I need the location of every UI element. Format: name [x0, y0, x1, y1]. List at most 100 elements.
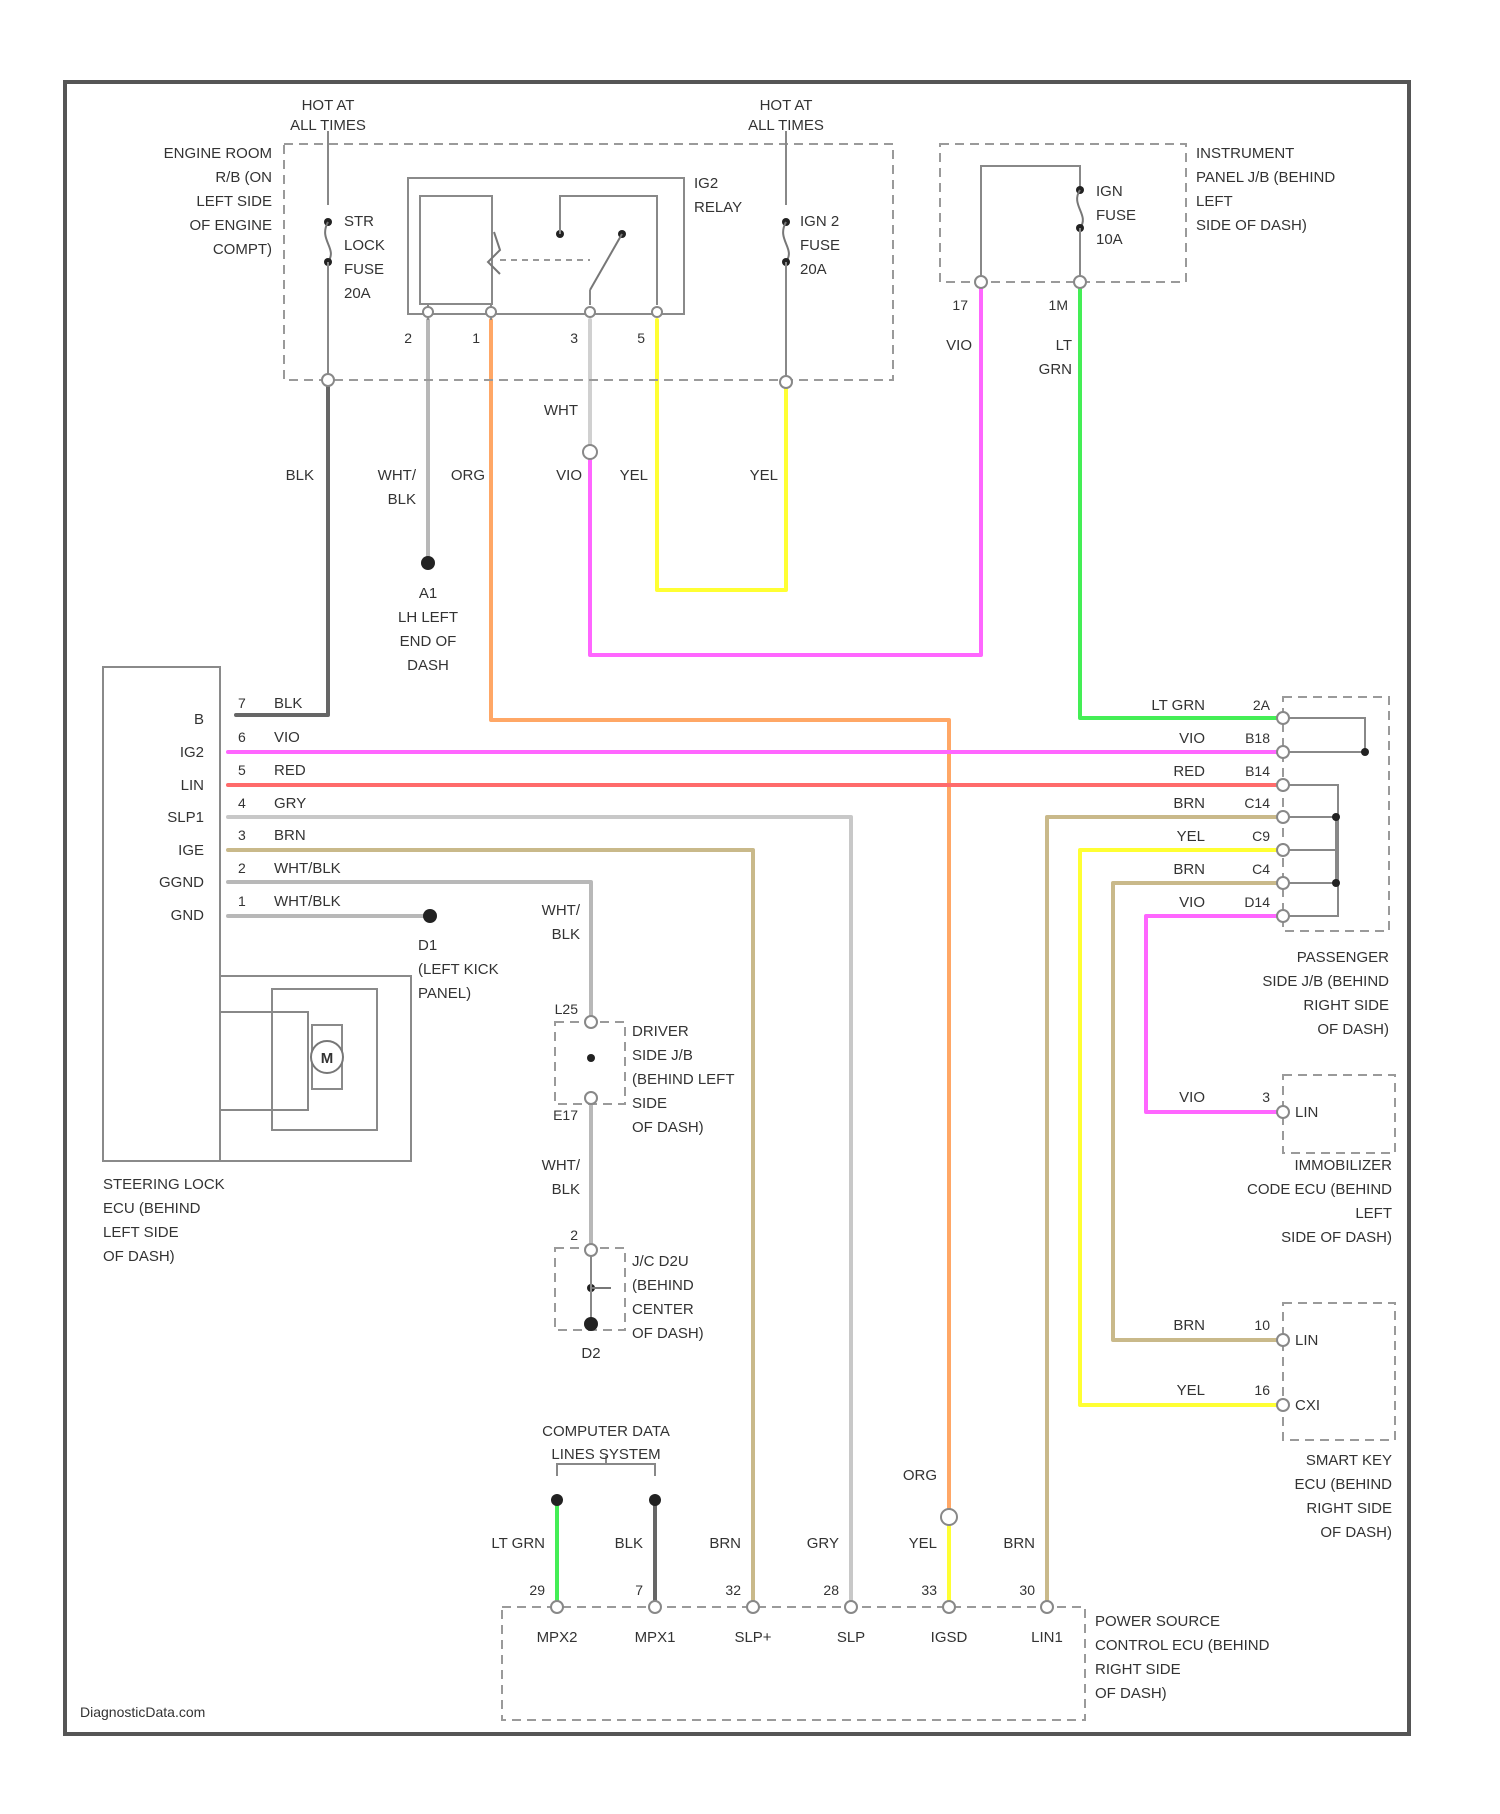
hot-label-right-1: HOT AT [760, 97, 813, 114]
pecu-wire-3: BRN [709, 1535, 741, 1552]
a1-label-4: DASH [407, 657, 449, 674]
djb-label-1: DRIVER [632, 1023, 689, 1040]
ign2-fuse-label-1: IGN 2 [800, 213, 839, 230]
ign-fuse [975, 166, 1086, 288]
motor-label: M [321, 1050, 334, 1067]
sk-label-4: OF DASH) [1320, 1524, 1392, 1541]
djb-label-5: OF DASH) [632, 1119, 704, 1136]
ign2-fuse-label-3: 20A [800, 261, 827, 278]
sk-label-1: SMART KEY [1306, 1452, 1392, 1469]
sk-sig-cxi: CXI [1295, 1397, 1320, 1414]
relay-pin-5: 5 [637, 330, 645, 346]
pjb-color-6: BRN [1173, 861, 1205, 878]
sk-pin-10: 10 [1254, 1317, 1270, 1333]
pjb-pin-5: C9 [1252, 828, 1270, 844]
sk-sig-lin: LIN [1295, 1332, 1318, 1349]
pjb-pin-7: D14 [1244, 894, 1270, 910]
jc-label-2: (BEHIND [632, 1277, 694, 1294]
wire-label-wht-blk-1: WHT/ [378, 467, 417, 484]
pecu-sig-mpx1: MPX1 [635, 1629, 676, 1646]
steering-pin-1: 1 [238, 893, 246, 909]
sk-wire-label-2: YEL [1177, 1382, 1205, 1399]
lower-wire-label-1: WHT/ [542, 1157, 581, 1174]
steering-pin-5: 5 [238, 762, 246, 778]
hot-label-left-2: ALL TIMES [290, 117, 366, 134]
djb-pin-l25: L25 [555, 1001, 579, 1017]
a1-label-1: A1 [419, 585, 437, 602]
wire-label-wht-blk-2: BLK [388, 491, 416, 508]
d1-label-3: PANEL) [418, 985, 471, 1002]
steering-pin-2: 2 [238, 860, 246, 876]
lower-wire-label-2: BLK [552, 1181, 580, 1198]
ip-jb-label-1: INSTRUMENT [1196, 145, 1294, 162]
cdls-label-2: LINES SYSTEM [551, 1446, 660, 1463]
steering-color-red: RED [274, 762, 306, 779]
wire-label-yel-b: YEL [750, 467, 778, 484]
sk-label-3: RIGHT SIDE [1306, 1500, 1392, 1517]
relay-pin-2: 2 [404, 330, 412, 346]
pjb-color-4: BRN [1173, 795, 1205, 812]
instrument-panel-jb-box [940, 144, 1186, 282]
ig2-relay-label-1: IG2 [694, 175, 718, 192]
sk-pin-16: 16 [1254, 1382, 1270, 1398]
engine-rb-label-5: COMPT) [213, 241, 272, 258]
pecu-wire-4: GRY [807, 1535, 839, 1552]
ip-jb-label-2: PANEL J/B (BEHIND [1196, 169, 1335, 186]
pecu-sig-igsd: IGSD [931, 1629, 968, 1646]
imm-label-3: LEFT [1355, 1205, 1392, 1222]
steering-sig-slp1: SLP1 [167, 809, 204, 826]
steering-pin-3: 3 [238, 827, 246, 843]
imm-label-4: SIDE OF DASH) [1281, 1229, 1392, 1246]
pjb-color-5: YEL [1177, 828, 1205, 845]
steering-label-3: LEFT SIDE [103, 1224, 179, 1241]
wire-yel-ign2 [657, 320, 786, 590]
steering-pin-4: 4 [238, 795, 246, 811]
steering-label-1: STEERING LOCK [103, 1176, 225, 1193]
hot-label-left-1: HOT AT [302, 97, 355, 114]
ign-fuse-label-2: FUSE [1096, 207, 1136, 224]
pecu-pin-28: 28 [823, 1582, 839, 1598]
pecu-pin-33: 33 [921, 1582, 937, 1598]
ign-fuse-label-1: IGN [1096, 183, 1123, 200]
cdls-label-1: COMPUTER DATA [542, 1423, 670, 1440]
steering-color-wht-blk-2: WHT/BLK [274, 860, 341, 877]
imm-wire-label: VIO [1179, 1089, 1205, 1106]
smart-key-ecu [1277, 1303, 1395, 1440]
wire-label-wht: WHT [544, 402, 578, 419]
djb-label-4: SIDE [632, 1095, 667, 1112]
ign2-fuse [780, 218, 792, 388]
pecu-pin-7: 7 [635, 1582, 643, 1598]
wire-vio-immobilizer [1146, 916, 1283, 1112]
steering-sig-b: B [194, 711, 204, 728]
ign-fuse-label-3: 10A [1096, 231, 1123, 248]
pecu-wire-6: BRN [1003, 1535, 1035, 1552]
jc-d2 [555, 1244, 625, 1331]
wire-lt-grn-ign [1080, 285, 1283, 718]
ground-d1-dot [423, 909, 437, 923]
str-fuse-label-1: STR [344, 213, 374, 230]
ig2-relay-label-2: RELAY [694, 199, 742, 216]
steering-label-4: OF DASH) [103, 1248, 175, 1265]
steering-sig-ig2: IG2 [180, 744, 204, 761]
hot-label-right-2: ALL TIMES [748, 117, 824, 134]
engine-rb-label-3: LEFT SIDE [196, 193, 272, 210]
sk-wire-label-1: BRN [1173, 1317, 1205, 1334]
jc-label-1: J/C D2U [632, 1253, 689, 1270]
imm-pin: 3 [1262, 1089, 1270, 1105]
steering-color-vio: VIO [274, 729, 300, 746]
steering-color-brn: BRN [274, 827, 306, 844]
power-source-control-ecu [502, 1601, 1085, 1720]
d1-label-1: D1 [418, 937, 437, 954]
imm-sig: LIN [1295, 1104, 1318, 1121]
ip-pin-1m: 1M [1049, 297, 1068, 313]
passenger-side-jb [1277, 697, 1389, 931]
steering-sig-lin: LIN [181, 777, 204, 794]
wire-label-org: ORG [451, 467, 485, 484]
jc-pin-2: 2 [570, 1227, 578, 1243]
wire-gry-slp [228, 817, 851, 1607]
wire-label-yel-a: YEL [620, 467, 648, 484]
jc-label-3: CENTER [632, 1301, 694, 1318]
pecu-label-3: RIGHT SIDE [1095, 1661, 1181, 1678]
footer-watermark: DiagnosticData.com [80, 1704, 205, 1720]
steering-sig-ggnd: GGND [159, 874, 204, 891]
